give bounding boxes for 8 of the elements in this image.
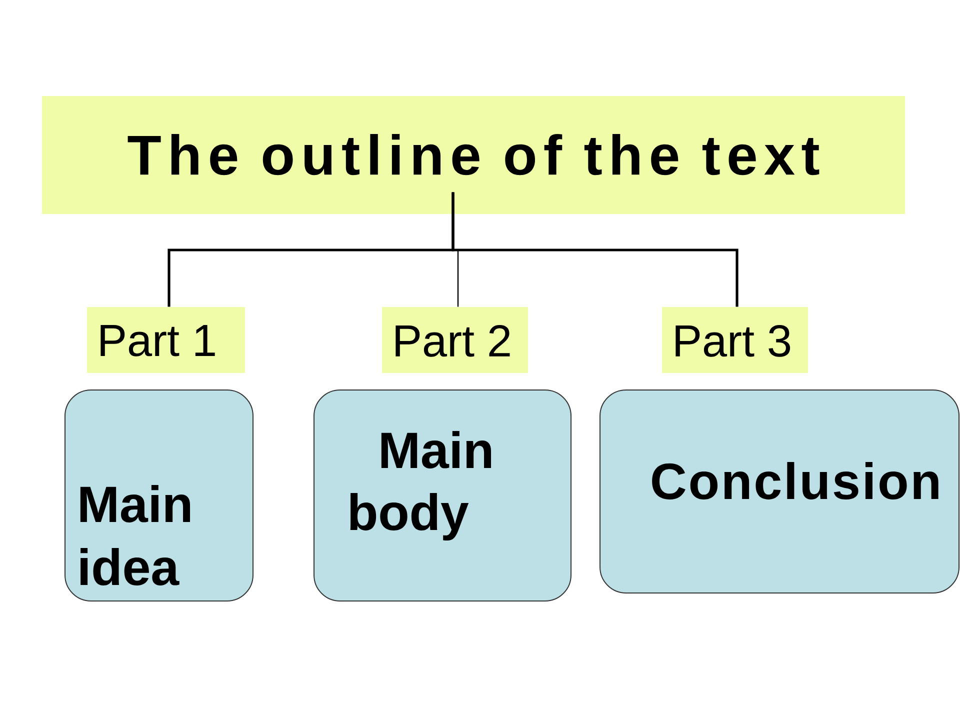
rounded-box: Main body <box>314 390 572 602</box>
rounded-box: Main idea <box>64 390 254 602</box>
part-label: Part 1 <box>87 307 245 373</box>
part-label: Part 2 <box>382 307 528 373</box>
rounded-box: Conclusion <box>600 390 960 594</box>
connector-line <box>452 192 738 307</box>
part-label: Part 3 <box>662 307 808 373</box>
title-banner: The outline of the text <box>42 96 905 214</box>
